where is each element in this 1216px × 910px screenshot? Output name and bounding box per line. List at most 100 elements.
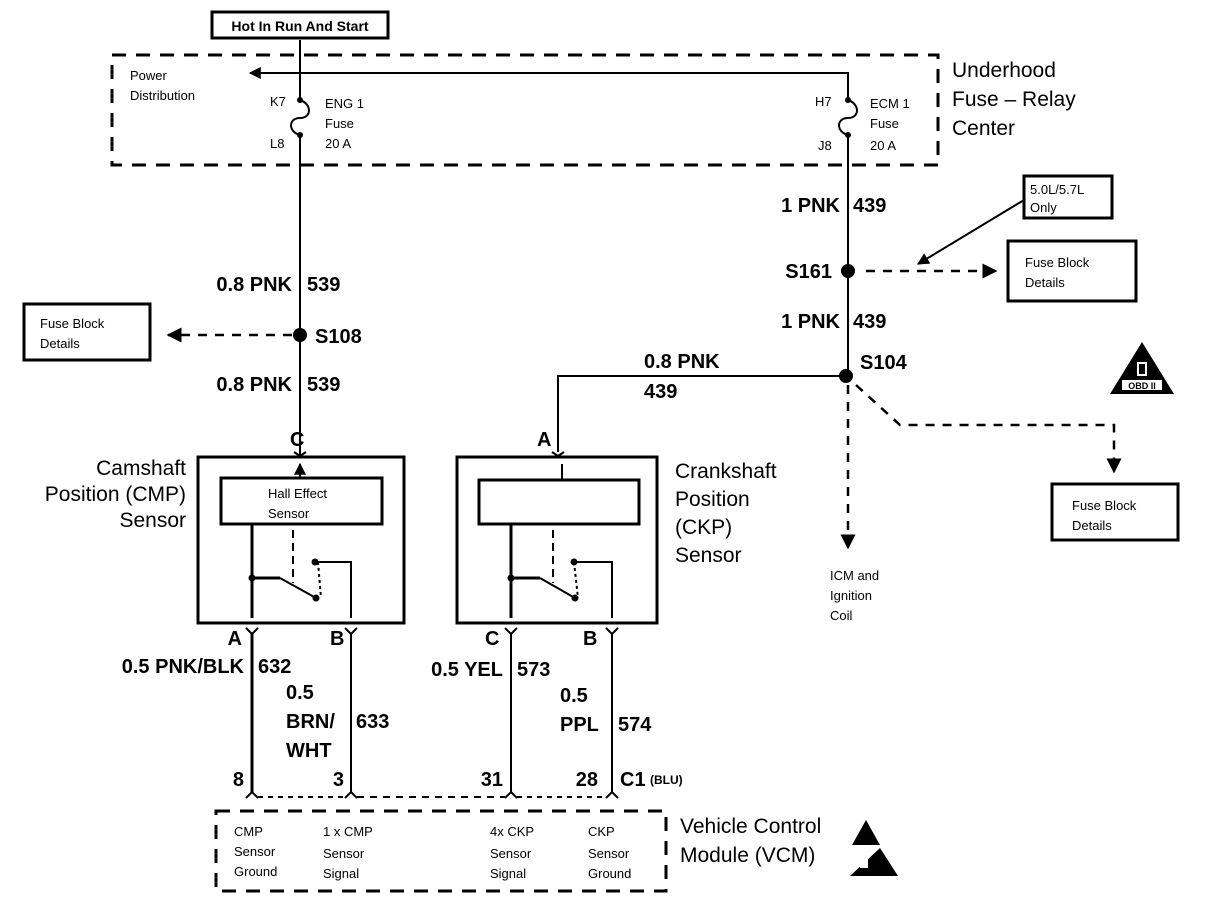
svg-text:BRN/: BRN/ xyxy=(286,711,335,733)
svg-text:B: B xyxy=(583,628,597,650)
svg-text:20 A: 20 A xyxy=(870,138,896,153)
svg-text:0.8 PNK: 0.8 PNK xyxy=(216,274,292,296)
svg-text:Sensor: Sensor xyxy=(119,509,186,532)
svg-text:Hall Effect: Hall Effect xyxy=(268,486,327,501)
svg-text:1 PNK: 1 PNK xyxy=(781,195,840,217)
svg-text:Fuse: Fuse xyxy=(325,116,354,131)
engine-note-box: 5.0L/5.7L Only xyxy=(916,174,1114,265)
svg-text:Coil: Coil xyxy=(830,608,853,623)
svg-text:439: 439 xyxy=(644,381,677,403)
svg-text:Signal: Signal xyxy=(490,866,526,881)
svg-text:S104: S104 xyxy=(860,352,908,374)
svg-text:573: 573 xyxy=(517,659,550,681)
svg-text:A: A xyxy=(228,628,242,650)
power-source-label: Hot In Run And Start xyxy=(210,10,390,40)
svg-text:OBD II: OBD II xyxy=(1128,381,1156,391)
svg-text:4x CKP: 4x CKP xyxy=(490,824,534,839)
svg-text:L8: L8 xyxy=(270,136,284,151)
svg-text:31: 31 xyxy=(481,769,503,791)
splice-s161 xyxy=(841,264,855,278)
svg-text:Sensor: Sensor xyxy=(234,844,276,859)
svg-text:Details: Details xyxy=(40,336,80,351)
svg-text:C1: C1 xyxy=(620,769,646,791)
svg-text:Hot In Run And Start: Hot In Run And Start xyxy=(231,18,368,34)
svg-text:ENG 1: ENG 1 xyxy=(325,96,364,111)
svg-text:439: 439 xyxy=(853,195,886,217)
power-distribution-label: Power Distribution xyxy=(130,68,195,103)
svg-text:Module (VCM): Module (VCM) xyxy=(680,844,815,867)
svg-text:8: 8 xyxy=(233,769,244,791)
svg-text:Details: Details xyxy=(1072,518,1112,533)
svg-text:28: 28 xyxy=(576,769,598,791)
svg-text:Ground: Ground xyxy=(234,864,277,879)
s104-fuse-block-link xyxy=(855,384,1122,474)
svg-text:Fuse Block: Fuse Block xyxy=(1072,498,1137,513)
svg-text:Distribution: Distribution xyxy=(130,88,195,103)
svg-text:Position (CMP): Position (CMP) xyxy=(45,483,186,506)
svg-text:1 x CMP: 1 x CMP xyxy=(323,824,373,839)
svg-text:0.8 PNK: 0.8 PNK xyxy=(644,351,720,373)
connector-c1: 8 3 31 28 C1 (BLU) xyxy=(233,769,683,799)
svg-text:Sensor: Sensor xyxy=(490,846,532,861)
svg-text:S108: S108 xyxy=(315,326,362,348)
fuse-block-details-right-top[interactable]: Fuse Block Details xyxy=(1006,239,1138,303)
svg-text:A: A xyxy=(537,429,551,451)
svg-text:K7: K7 xyxy=(270,94,286,109)
eng1-fuse: K7 L8 ENG 1 Fuse 20 A xyxy=(270,40,364,151)
svg-text:Camshaft: Camshaft xyxy=(96,457,186,480)
svg-text:Center: Center xyxy=(952,117,1015,140)
svg-text:0.5: 0.5 xyxy=(286,682,314,704)
svg-text:Underhood: Underhood xyxy=(952,59,1056,82)
svg-text:Details: Details xyxy=(1025,275,1065,290)
svg-text:WHT: WHT xyxy=(286,740,332,762)
svg-text:Vehicle Control: Vehicle Control xyxy=(680,815,821,838)
cmp-sensor: C Hall Effect Sensor Camshaft Position (… xyxy=(45,429,406,625)
svg-text:Signal: Signal xyxy=(323,866,359,881)
underhood-fuse-relay-center-label: Underhood Fuse – Relay Center xyxy=(952,59,1076,140)
svg-text:0.5 YEL: 0.5 YEL xyxy=(431,659,503,681)
svg-text:Sensor: Sensor xyxy=(675,544,742,567)
power-bus-wire xyxy=(248,67,849,100)
svg-text:ICM and: ICM and xyxy=(830,568,879,583)
svg-text:C: C xyxy=(290,429,304,451)
svg-text:CMP: CMP xyxy=(234,824,263,839)
svg-text:Fuse: Fuse xyxy=(870,116,899,131)
svg-text:633: 633 xyxy=(356,711,389,733)
fuse-block-details-left[interactable]: Fuse Block Details xyxy=(22,302,152,362)
svg-text:PPL: PPL xyxy=(560,714,599,736)
fuse-block-details-right-bottom[interactable]: Fuse Block Details xyxy=(1050,482,1180,542)
ckp-sensor: A Crankshaft Position (CKP) Sensor xyxy=(455,429,777,625)
svg-text:Only: Only xyxy=(1030,200,1057,215)
obd-ii-icon: OBD II xyxy=(1110,342,1174,394)
icm-ignition-coil-label: ICM and Ignition Coil xyxy=(830,568,879,623)
vcm-functions: CMP Sensor Ground 1 x CMP Sensor Signal … xyxy=(234,824,631,881)
splice-s108 xyxy=(293,328,307,342)
svg-text:0.5 PNK/BLK: 0.5 PNK/BLK xyxy=(122,656,245,678)
svg-text:Power: Power xyxy=(130,68,168,83)
svg-text:539: 539 xyxy=(307,374,340,396)
svg-text:Sensor: Sensor xyxy=(323,846,365,861)
svg-text:H7: H7 xyxy=(815,94,832,109)
svg-text:Crankshaft: Crankshaft xyxy=(675,460,777,483)
svg-text:Fuse Block: Fuse Block xyxy=(1025,255,1090,270)
wire-574: B 0.5 PPL 574 xyxy=(560,627,652,792)
svg-text:3: 3 xyxy=(333,769,344,791)
svg-text:0.8 PNK: 0.8 PNK xyxy=(216,374,292,396)
vcm-label: Vehicle Control Module (VCM) xyxy=(680,815,821,867)
svg-text:Fuse – Relay: Fuse – Relay xyxy=(952,88,1076,111)
vcm-box xyxy=(214,809,668,893)
svg-text:J8: J8 xyxy=(818,138,832,153)
svg-text:S161: S161 xyxy=(785,261,832,283)
underhood-fuse-relay-center-box xyxy=(110,53,940,167)
wire-573: C 0.5 YEL 573 xyxy=(431,627,550,792)
svg-text:20 A: 20 A xyxy=(325,136,351,151)
svg-text:Ignition: Ignition xyxy=(830,588,872,603)
svg-text:539: 539 xyxy=(307,274,340,296)
svg-text:ECM 1: ECM 1 xyxy=(870,96,910,111)
svg-text:(BLU): (BLU) xyxy=(650,773,683,787)
svg-text:(CKP): (CKP) xyxy=(675,516,732,539)
svg-text:B: B xyxy=(330,628,344,650)
svg-text:Sensor: Sensor xyxy=(268,506,310,521)
svg-text:Position: Position xyxy=(675,488,750,511)
wire-633: B 0.5 BRN/ WHT 633 xyxy=(286,627,389,792)
